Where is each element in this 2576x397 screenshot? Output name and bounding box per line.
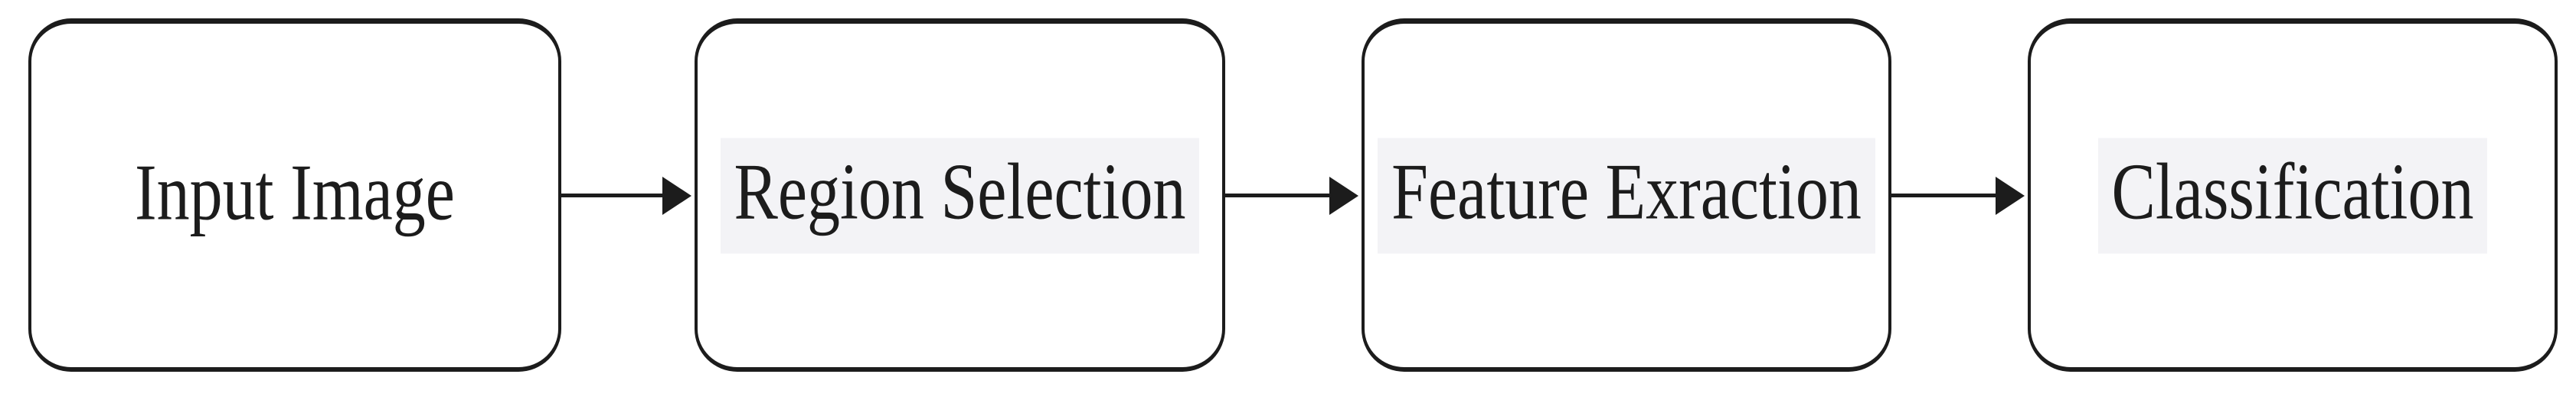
node-label-classification: Classification — [2097, 137, 2488, 254]
arrow-line — [1225, 194, 1342, 197]
node-region-selection: Region Selection — [695, 18, 1225, 372]
arrow-feature-to-classification — [1891, 0, 2028, 397]
node-label-feature-exraction: Feature Exraction — [1378, 137, 1875, 254]
node-classification: Classification — [2028, 18, 2558, 372]
node-feature-exraction: Feature Exraction — [1362, 18, 1891, 372]
arrow-input-to-region — [561, 0, 695, 397]
arrow-line — [561, 194, 675, 197]
arrow-region-to-feature — [1225, 0, 1362, 397]
node-label-input-image: Input Image — [135, 147, 455, 237]
arrow-line — [1891, 194, 2008, 197]
node-input-image: Input Image — [28, 18, 561, 372]
arrowhead-right-icon — [1329, 177, 1358, 215]
arrowhead-right-icon — [662, 177, 691, 215]
node-label-region-selection: Region Selection — [720, 137, 1200, 254]
arrowhead-right-icon — [1996, 177, 2025, 215]
